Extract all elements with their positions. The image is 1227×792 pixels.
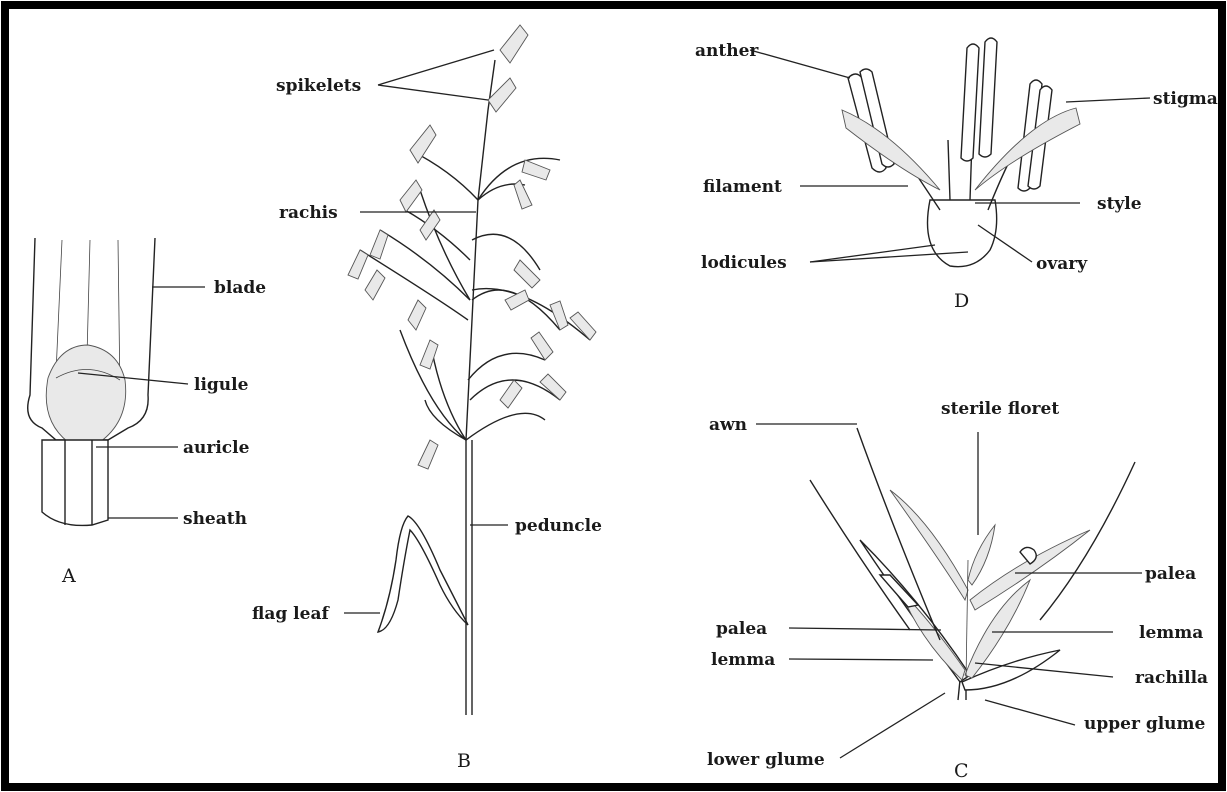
spikelet-marks (348, 25, 596, 469)
label-anther: anther (695, 41, 759, 61)
panel-d-floret: anther stigma filament style lodicules o… (695, 38, 1218, 312)
label-rachilla: rachilla (1135, 668, 1208, 688)
panel-a-leaf-junction: blade ligule auricle sheath A (28, 238, 267, 587)
label-upper-glume: upper glume (1084, 714, 1206, 734)
label-style: style (1097, 194, 1142, 214)
flag-leaf-shape (378, 516, 468, 632)
ligule-shape (46, 345, 125, 442)
panel-letter-c: C (954, 760, 969, 782)
panel-letter-a: A (61, 565, 76, 587)
label-spikelets: spikelets (276, 76, 361, 96)
sterile-floret-shape (968, 525, 995, 585)
label-rachis: rachis (279, 203, 338, 223)
label-ligule: ligule (194, 375, 249, 395)
label-awn: awn (709, 415, 747, 435)
label-blade: blade (214, 278, 266, 298)
label-lemma-right: lemma (1139, 623, 1203, 643)
label-stigma: stigma (1153, 89, 1218, 109)
culm (466, 60, 495, 715)
sheath-shape (42, 440, 108, 525)
panel-c-spikelet: awn sterile floret palea palea lemma lem… (707, 399, 1208, 782)
label-ovary: ovary (1036, 254, 1088, 274)
label-peduncle: peduncle (515, 516, 602, 536)
panel-letter-d: D (954, 290, 969, 312)
panel-letter-b: B (457, 750, 471, 772)
label-filament: filament (703, 177, 782, 197)
label-palea-right: palea (1145, 564, 1196, 584)
label-lower-glume: lower glume (707, 750, 825, 770)
label-lemma-left: lemma (711, 650, 775, 670)
label-sheath: sheath (183, 509, 247, 529)
label-flag-leaf: flag leaf (252, 604, 330, 624)
label-auricle: auricle (183, 438, 250, 458)
label-palea-left: palea (716, 619, 767, 639)
panel-b-panicle: spikelets rachis peduncle flag leaf B (252, 25, 602, 772)
label-lodicules: lodicules (701, 253, 787, 273)
label-sterile-floret: sterile floret (941, 399, 1059, 419)
anthers (848, 38, 1052, 191)
ovary-shape (928, 200, 997, 267)
